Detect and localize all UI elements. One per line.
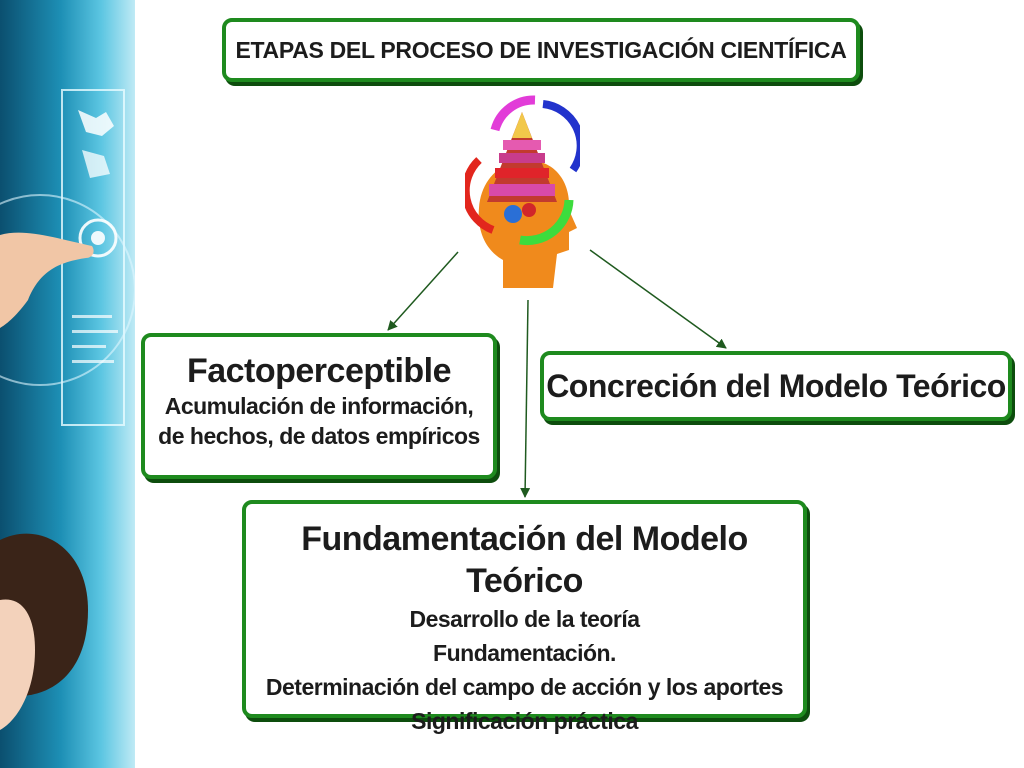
head-pyramid-cycle-icon: [465, 90, 580, 288]
stage-factoperceptible: Factoperceptible Acumulación de informac…: [141, 333, 497, 479]
stage-concrecion: Concreción del Modelo Teórico: [540, 351, 1012, 421]
arrow-to-concrecion: [589, 249, 727, 349]
stage-fundamentacion: Fundamentación del Modelo Teórico Desarr…: [242, 500, 807, 734]
stage-factoperceptible-line: Acumulación de información,: [164, 393, 474, 419]
arrow-to-fundamentacion: [520, 299, 531, 498]
stage-factoperceptible-line: de hechos, de datos empíricos: [158, 423, 480, 449]
stage-fundamentacion-line: Significación práctica: [411, 708, 638, 734]
stage-fundamentacion-line: Determinación del campo de acción y los …: [265, 674, 784, 700]
stage-fundamentacion-line: Fundamentación.: [433, 640, 616, 666]
stage-factoperceptible-heading: Factoperceptible: [186, 352, 452, 390]
stage-fundamentacion-line: Desarrollo de la teoría: [409, 606, 640, 632]
stage-concrecion-heading: Concreción del Modelo Teórico: [546, 367, 1006, 404]
arrow-to-factoperceptible: [387, 251, 459, 331]
touchscreen-hand-decoration: [0, 89, 135, 730]
side-decoration-panel: [0, 0, 135, 768]
diagram-title: ETAPAS DEL PROCESO DE INVESTIGACIÓN CIEN…: [222, 18, 860, 82]
stage-fundamentacion-heading: Fundamentación del Modelo Teórico: [301, 520, 748, 600]
